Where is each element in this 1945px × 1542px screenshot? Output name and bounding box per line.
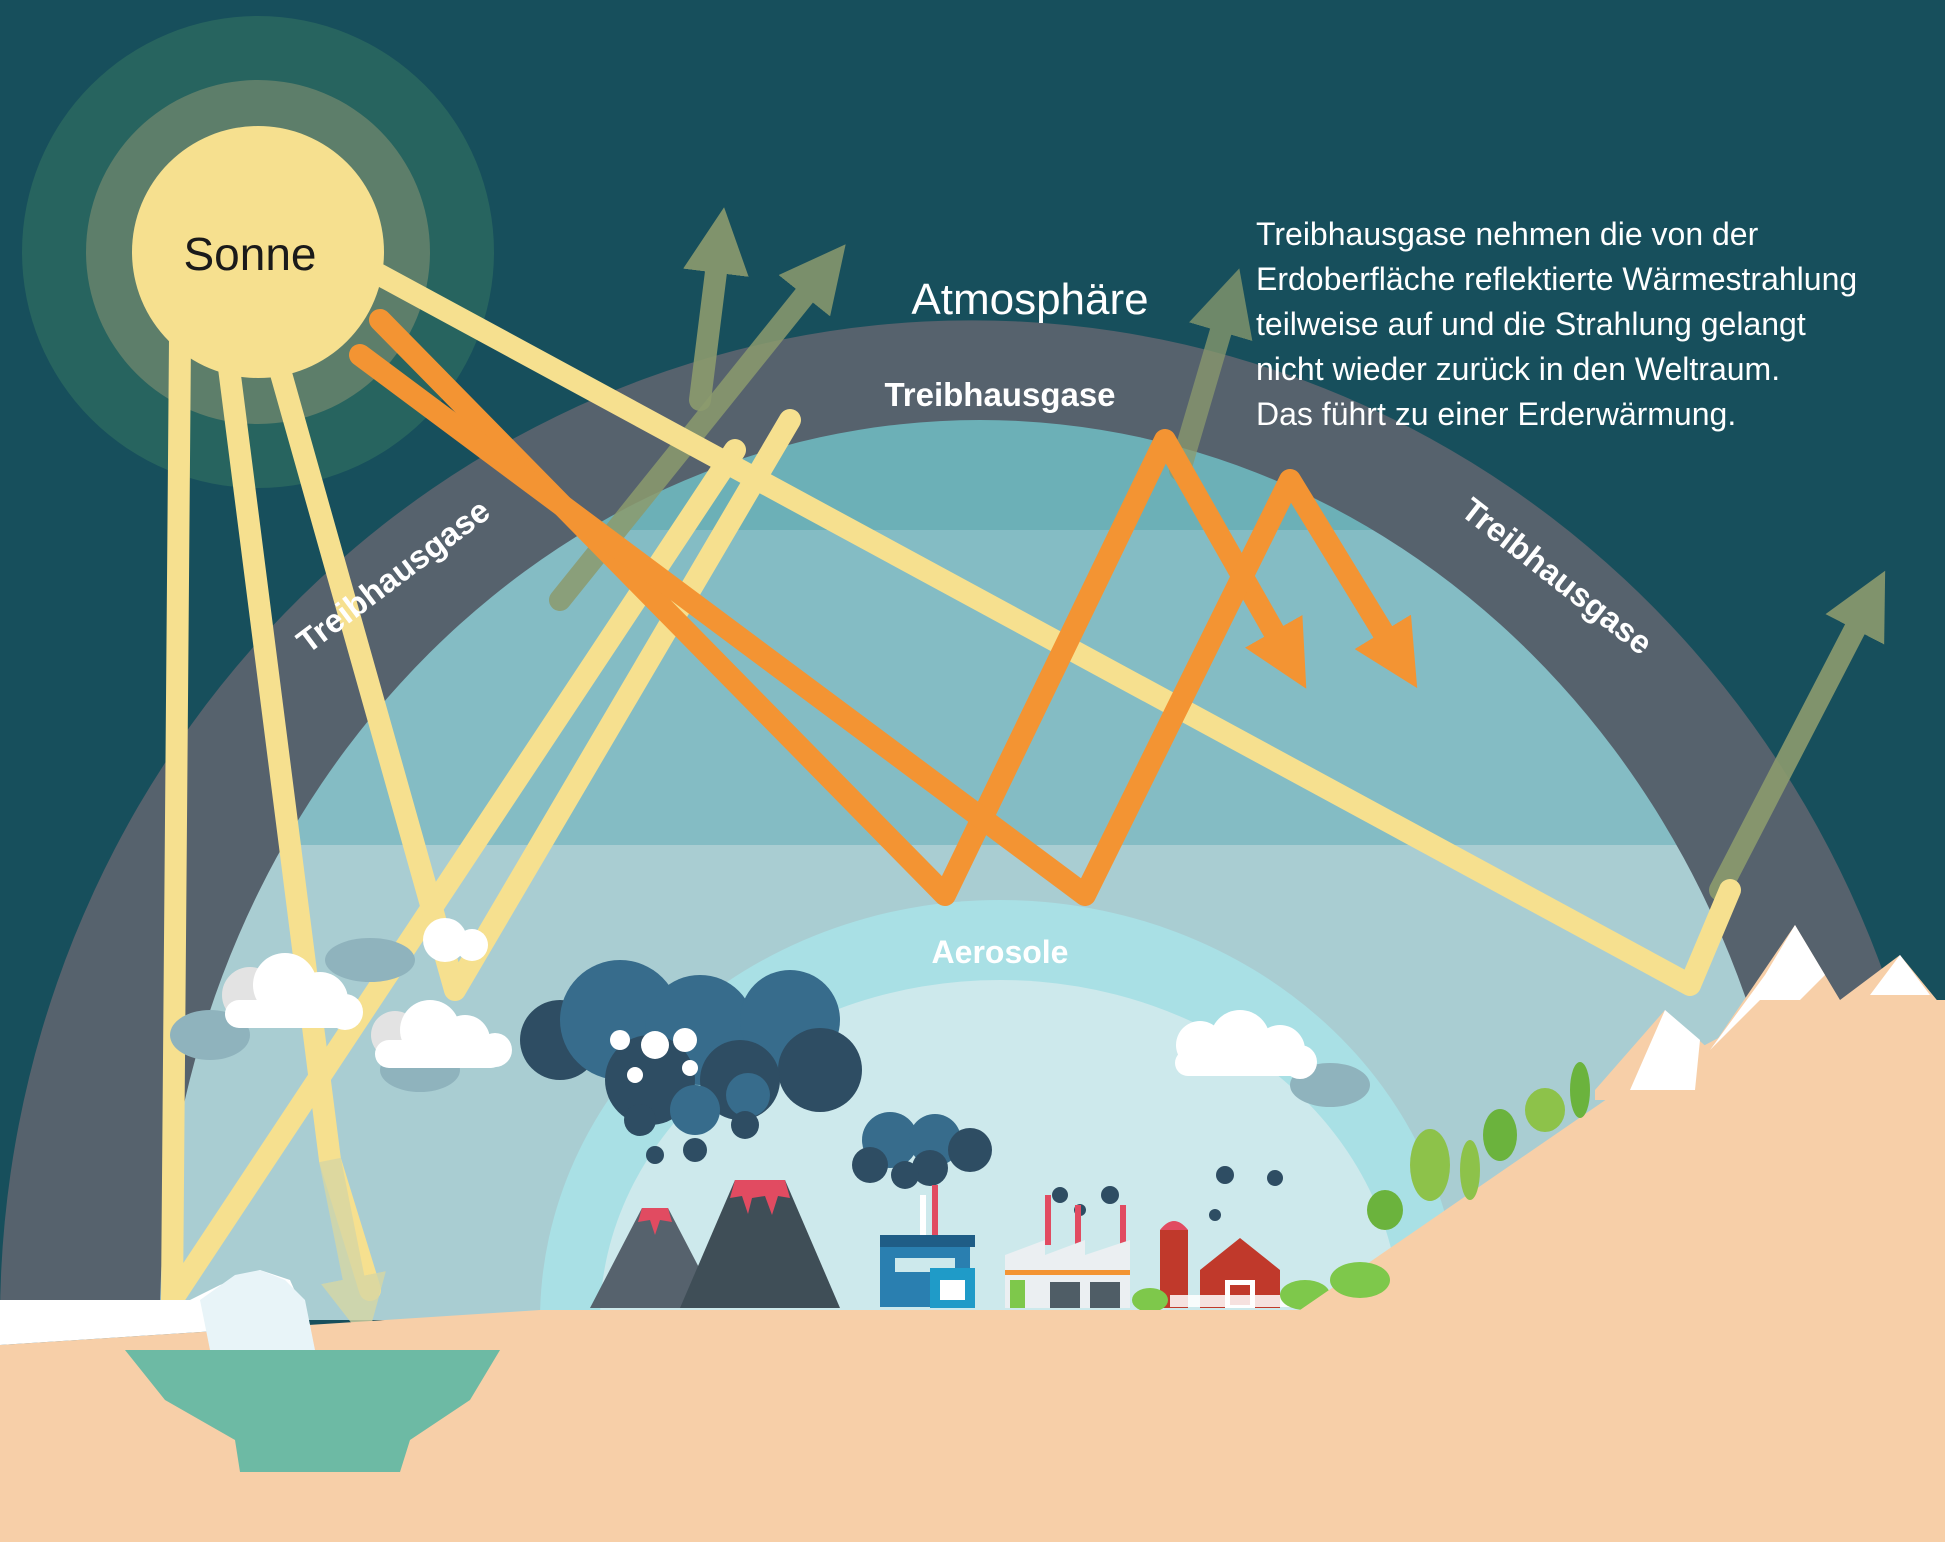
cloud-center-left [371, 1000, 512, 1092]
iceberg [200, 1270, 315, 1350]
info-text: Treibhausgase nehmen die von der Erdober… [1256, 212, 1936, 437]
factory-white [1005, 1195, 1130, 1308]
ground [0, 1000, 1945, 1542]
escape-ray-4 [1709, 570, 1886, 901]
aerosols-label: Aerosole [932, 934, 1069, 970]
info-line: Das führt zu einer Erderwärmung. [1256, 396, 1737, 432]
faded-ray-down [319, 1157, 386, 1343]
sun [22, 16, 494, 488]
water-basin [125, 1350, 500, 1472]
mountains [1595, 925, 1945, 1100]
info-line: Erdoberfläche reflektierte Wärmestrahlun… [1256, 261, 1858, 297]
sun-ray-4 [369, 264, 1741, 996]
heat-rays [349, 309, 1418, 906]
atmosphere-label: Atmosphäre [911, 275, 1148, 324]
info-line: Treibhausgase nehmen die von der [1256, 216, 1759, 252]
greenhouse-gas-label-top: Treibhausgase [884, 376, 1115, 413]
heat-ray-1 [369, 309, 1307, 906]
info-line: teilweise auf und die Strahlung gelangt [1256, 306, 1806, 342]
cloud-right [1175, 1010, 1370, 1107]
trees [1330, 1062, 1590, 1298]
cloud-small [325, 918, 488, 982]
escape-ray-3 [1169, 268, 1253, 481]
info-line: nicht wieder zurück in den Weltraum. [1256, 351, 1781, 387]
volcano-small [590, 1208, 720, 1308]
escape-ray-1 [683, 207, 749, 411]
cloud-left [170, 953, 363, 1060]
heat-ray-2 [349, 344, 1418, 906]
factory-blue [880, 1185, 975, 1308]
volcano-large [680, 1180, 840, 1308]
sun-label: Sonne [183, 228, 316, 280]
smoke-cloud [520, 960, 862, 1164]
factory-smoke [852, 1112, 1283, 1221]
